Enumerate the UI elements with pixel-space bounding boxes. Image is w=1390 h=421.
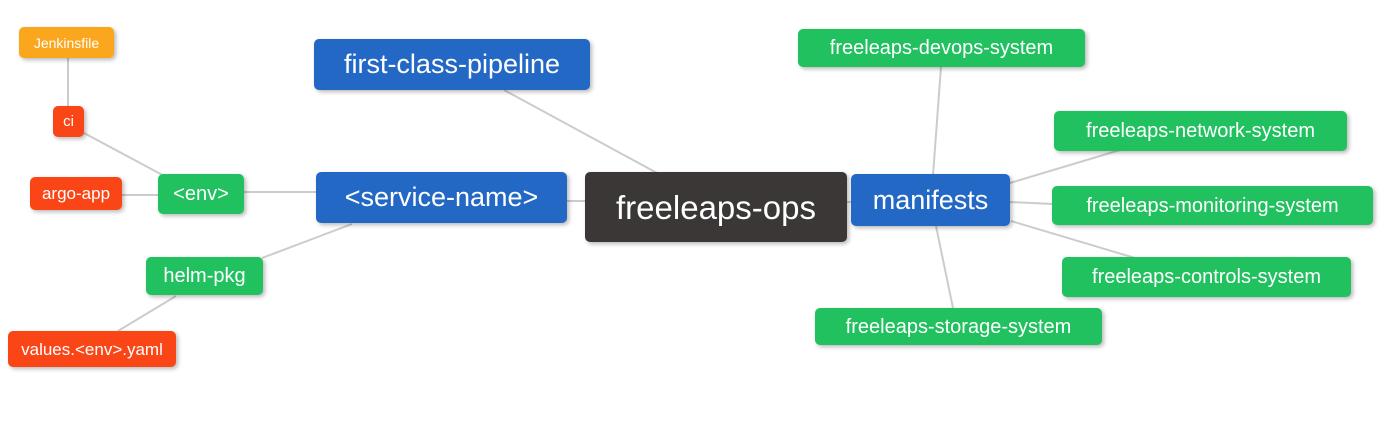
edge-ci-env xyxy=(83,132,169,179)
edge-values-helm-pkg xyxy=(117,295,177,332)
edge-manifests-monitoring xyxy=(1009,201,1054,205)
node-ci[interactable]: ci xyxy=(53,106,84,137)
edge-helm-pkg-service-name xyxy=(261,223,353,259)
node-controls-system[interactable]: freeleaps-controls-system xyxy=(1062,257,1351,297)
node-values-env-yaml[interactable]: values.<env>.yaml xyxy=(8,331,176,367)
edge-manifests-network xyxy=(1009,149,1121,184)
node-helm-pkg[interactable]: helm-pkg xyxy=(146,257,263,295)
edge-manifests-controls xyxy=(1010,220,1136,259)
node-network-system[interactable]: freeleaps-network-system xyxy=(1054,111,1347,151)
node-freeleaps-ops-root[interactable]: freeleaps-ops xyxy=(585,172,847,242)
node-service-name[interactable]: <service-name> xyxy=(316,172,567,223)
node-env[interactable]: <env> xyxy=(158,174,244,214)
node-manifests[interactable]: manifests xyxy=(851,174,1010,226)
node-monitoring-system[interactable]: freeleaps-monitoring-system xyxy=(1052,186,1373,225)
edge-pipeline-root xyxy=(503,89,658,174)
node-first-class-pipeline[interactable]: first-class-pipeline xyxy=(314,39,590,90)
edge-manifests-storage xyxy=(935,225,954,309)
edge-manifests-devops xyxy=(932,66,942,176)
node-storage-system[interactable]: freeleaps-storage-system xyxy=(815,308,1102,345)
node-argo-app[interactable]: argo-app xyxy=(30,177,122,210)
node-devops-system[interactable]: freeleaps-devops-system xyxy=(798,29,1085,67)
node-jenkinsfile[interactable]: Jenkinsfile xyxy=(19,27,114,58)
